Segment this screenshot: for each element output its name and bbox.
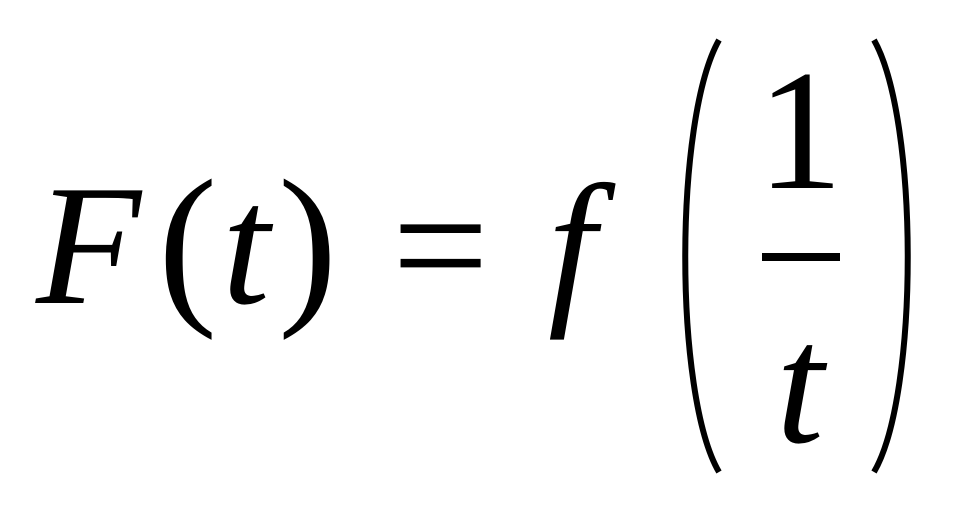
- rhs-close-paren: [871, 38, 911, 474]
- rhs-function-letter: f: [548, 151, 616, 341]
- fraction: 1 t: [757, 36, 843, 480]
- lhs-open-paren: (: [158, 143, 217, 341]
- fraction-numerator: 1: [757, 36, 843, 226]
- equals-sign: =: [392, 151, 489, 341]
- rhs-open-paren: [682, 38, 722, 474]
- fraction-denominator: t: [776, 290, 828, 480]
- lhs-variable: t: [222, 151, 274, 341]
- formula-expression: F ( t ) = f 1 t: [35, 36, 911, 480]
- lhs-close-paren: ): [278, 143, 337, 341]
- fraction-bar: [762, 253, 840, 261]
- lhs-function-letter: F: [35, 151, 143, 341]
